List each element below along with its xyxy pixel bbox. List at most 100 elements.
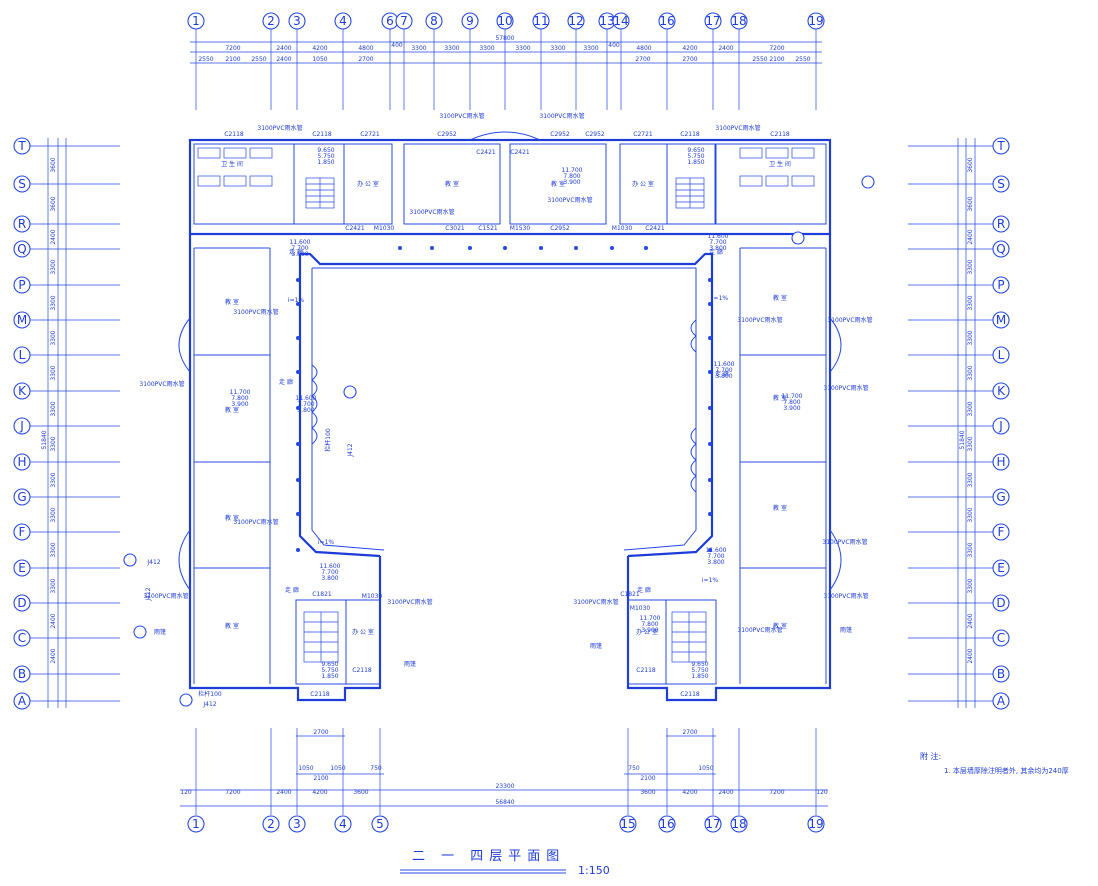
bottom-axis-18: 18 <box>730 815 748 833</box>
svg-text:3100PVC雨水管: 3100PVC雨水管 <box>737 626 782 634</box>
svg-text:D: D <box>17 596 26 610</box>
svg-text:3300: 3300 <box>444 45 459 52</box>
svg-text:M1030: M1030 <box>374 225 395 232</box>
svg-text:11.600: 11.600 <box>714 361 735 368</box>
svg-text:3.800: 3.800 <box>291 251 308 258</box>
svg-text:7200: 7200 <box>225 45 240 52</box>
svg-text:F: F <box>19 525 26 539</box>
svg-text:G: G <box>17 490 26 504</box>
svg-text:7200: 7200 <box>769 45 784 52</box>
right-axis-C: C <box>992 629 1010 647</box>
left-axis-G: G <box>13 488 31 506</box>
svg-text:2400: 2400 <box>276 56 291 63</box>
svg-text:E: E <box>997 561 1005 575</box>
svg-text:51840: 51840 <box>959 430 966 449</box>
svg-text:3300: 3300 <box>967 507 974 522</box>
svg-text:2700: 2700 <box>682 56 697 63</box>
svg-text:3300: 3300 <box>967 472 974 487</box>
svg-text:11.600: 11.600 <box>708 233 729 240</box>
left-axis-A: A <box>13 692 31 710</box>
svg-text:2550: 2550 <box>795 56 810 63</box>
svg-text:C2721: C2721 <box>633 131 653 138</box>
room-classroom: 教 室 <box>225 298 239 306</box>
svg-text:7.800: 7.800 <box>783 399 800 406</box>
svg-text:B: B <box>997 667 1005 681</box>
bottom-total-dim: 56840 <box>495 799 514 806</box>
bottom-axis-5: 5 <box>371 815 389 833</box>
right-axis-K: K <box>992 382 1010 400</box>
top-axis-leaders <box>190 29 822 110</box>
svg-text:1.850: 1.850 <box>691 673 708 680</box>
room-office: 办 公 室 <box>357 180 379 188</box>
svg-text:L: L <box>19 348 26 362</box>
svg-text:雨篷: 雨篷 <box>590 642 602 650</box>
left-axis-C: C <box>13 629 31 647</box>
top-axis-19: 19 <box>807 12 825 30</box>
svg-text:4: 4 <box>339 817 347 831</box>
svg-text:19: 19 <box>808 14 823 28</box>
svg-text:L: L <box>998 348 1005 362</box>
right-dimensions: 3600 3600 2400 3300 3300 3300 3300 3300 … <box>959 157 974 663</box>
left-axis-M: M <box>13 311 31 329</box>
svg-text:2400: 2400 <box>276 45 291 52</box>
svg-text:11: 11 <box>533 14 548 28</box>
svg-text:C2118: C2118 <box>770 131 790 138</box>
svg-text:C2952: C2952 <box>550 131 570 138</box>
svg-text:C2118: C2118 <box>312 131 332 138</box>
section-markers <box>123 175 875 707</box>
svg-text:4200: 4200 <box>312 789 327 796</box>
svg-text:2: 2 <box>267 817 275 831</box>
svg-text:15: 15 <box>620 817 635 831</box>
right-axis-F: F <box>992 523 1010 541</box>
svg-text:400: 400 <box>608 42 620 49</box>
svg-text:F: F <box>998 525 1005 539</box>
room-classroom: 教 室 <box>225 514 239 522</box>
svg-text:3: 3 <box>293 14 301 28</box>
svg-text:B: B <box>18 667 26 681</box>
svg-text:3100PVC雨水管: 3100PVC雨水管 <box>409 208 454 216</box>
svg-text:J412: J412 <box>145 587 152 601</box>
room-corridor: 走 廊 <box>715 370 729 378</box>
svg-text:3300: 3300 <box>967 295 974 310</box>
svg-text:M1030: M1030 <box>362 593 383 600</box>
room-classroom: 教 室 <box>551 180 565 188</box>
room-classroom: 教 室 <box>445 180 459 188</box>
svg-text:雨篷: 雨篷 <box>154 628 166 636</box>
svg-text:M1030: M1030 <box>612 225 633 232</box>
svg-text:13: 13 <box>599 14 614 28</box>
svg-text:T: T <box>996 139 1005 153</box>
svg-text:J412: J412 <box>146 559 160 566</box>
svg-text:3300: 3300 <box>50 330 57 345</box>
side-axis-leaders <box>30 138 993 708</box>
svg-text:5.750: 5.750 <box>687 153 704 160</box>
right-axis-B: B <box>992 665 1010 683</box>
svg-text:2550: 2550 <box>251 56 266 63</box>
svg-text:M1530: M1530 <box>510 225 531 232</box>
room-office: 办 公 室 <box>636 628 658 636</box>
svg-text:3.800: 3.800 <box>321 575 338 582</box>
svg-text:1.850: 1.850 <box>321 673 338 680</box>
left-axis-P: P <box>13 276 31 294</box>
svg-text:C: C <box>18 631 26 645</box>
svg-text:11.700: 11.700 <box>782 393 803 400</box>
svg-text:Q: Q <box>996 242 1005 256</box>
svg-text:i=1%: i=1% <box>288 297 305 304</box>
svg-text:2400: 2400 <box>50 648 57 663</box>
svg-text:3300: 3300 <box>50 436 57 451</box>
svg-text:7.800: 7.800 <box>563 173 580 180</box>
svg-text:3100PVC雨水管: 3100PVC雨水管 <box>387 598 432 606</box>
svg-text:3.900: 3.900 <box>231 401 248 408</box>
svg-text:2400: 2400 <box>50 613 57 628</box>
svg-text:2400: 2400 <box>967 613 974 628</box>
svg-text:3300: 3300 <box>967 365 974 380</box>
room-toilet: 卫 生 间 <box>769 160 791 168</box>
right-axis-H: H <box>992 453 1010 471</box>
room-corridor: 走 廊 <box>289 248 303 256</box>
svg-text:3600: 3600 <box>640 789 655 796</box>
svg-text:3300: 3300 <box>50 295 57 310</box>
svg-text:i=1%: i=1% <box>702 577 719 584</box>
svg-text:4200: 4200 <box>312 45 327 52</box>
bottom-axis-16: 16 <box>658 815 676 833</box>
svg-text:i=1%: i=1% <box>712 295 729 302</box>
svg-text:11.700: 11.700 <box>640 615 661 622</box>
